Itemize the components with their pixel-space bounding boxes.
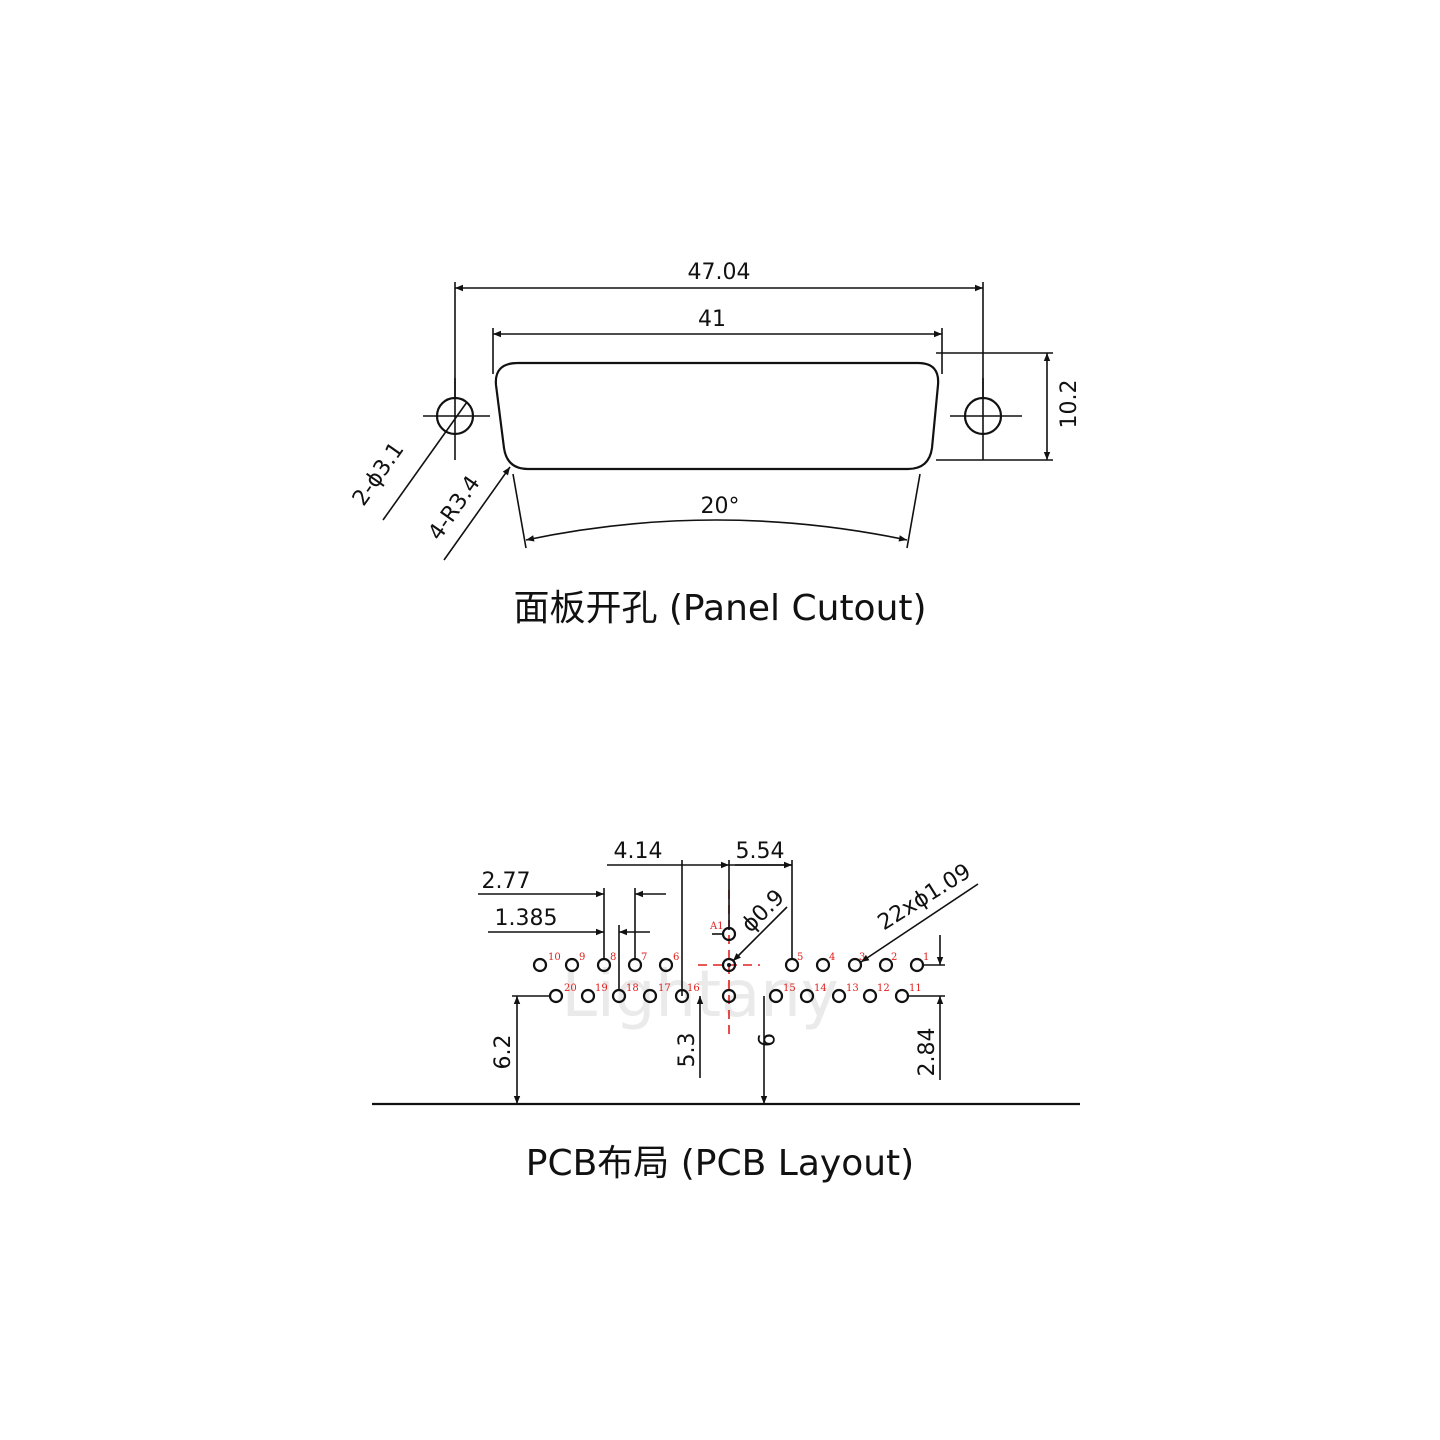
dim-5-54: 5.54: [736, 839, 785, 864]
dim-arc-angle: [525, 519, 908, 542]
dim-6-2: 6.2: [491, 1035, 516, 1070]
dim-4-14: 4.14: [614, 839, 663, 864]
pin-hole: [909, 957, 925, 973]
pin-number-label: 8: [610, 952, 616, 963]
pin-number-label: 14: [814, 983, 827, 994]
pin-hole: [580, 988, 596, 1004]
a1-label: A1: [709, 921, 724, 932]
pin-number-label: 19: [595, 983, 608, 994]
pin-hole: [799, 988, 815, 1004]
pin-a1-bottom: [721, 988, 737, 1004]
dim-overall-width: 47.04: [688, 260, 751, 285]
pin-hole: [862, 988, 878, 1004]
dim-height: 10.2: [1057, 380, 1082, 429]
pin-number-label: 6: [673, 952, 679, 963]
pin-number-label: 5: [797, 952, 803, 963]
pcb-layout-view: Lightany A1 10 9 8 7 6: [372, 839, 1080, 1184]
pin-number-label: 1: [923, 952, 929, 963]
pin-number-label: 15: [783, 983, 796, 994]
pin-hole: [831, 988, 847, 1004]
pin-hole: [768, 988, 784, 1004]
dim-2-77: 2.77: [482, 869, 531, 894]
pin-number-label: 10: [548, 952, 561, 963]
pin-number-label: 9: [579, 952, 585, 963]
pin-number-label: 16: [687, 983, 700, 994]
pin-a1-center: [721, 957, 737, 973]
dim-pin-count-dia: 22xϕ1.09: [874, 859, 976, 936]
pin-number-label: 2: [891, 952, 897, 963]
dim-corner-radius: 4-R3.4: [424, 472, 486, 545]
dim-9: 9: [752, 1033, 777, 1047]
top-row-pins: 10 9 8 7 6 5 4 3 2 1: [532, 952, 929, 973]
pin-number-label: 17: [658, 983, 671, 994]
pin-hole: [847, 957, 863, 973]
pin-number-label: 18: [626, 983, 639, 994]
pin-hole: [532, 957, 548, 973]
pin-number-label: 11: [909, 983, 922, 994]
pin-number-label: 20: [564, 983, 577, 994]
panel-cutout-view: 47.04 41 10.2 2-ϕ3.1 4-R3.4 20° 面板开孔 (Pa…: [348, 260, 1082, 629]
dim-2-84: 2.84: [915, 1028, 940, 1077]
pin-hole: [894, 988, 910, 1004]
pin-hole: [815, 957, 831, 973]
pin-number-label: 12: [877, 983, 890, 994]
dim-mount-holes: 2-ϕ3.1: [348, 438, 409, 511]
panel-caption: 面板开孔 (Panel Cutout): [513, 588, 926, 629]
dim-5-3: 5.3: [675, 1033, 700, 1068]
dim-1-385: 1.385: [495, 906, 558, 931]
pin-hole: [548, 988, 564, 1004]
pcb-caption: PCB布局 (PCB Layout): [526, 1143, 914, 1184]
pin-hole: [658, 957, 674, 973]
dim-cutout-width: 41: [698, 307, 726, 332]
cutout-outline: [494, 361, 940, 471]
dim-angle: 20°: [701, 494, 740, 519]
pin-number-label: 13: [846, 983, 859, 994]
pin-number-label: 4: [829, 952, 835, 963]
pin-hole: [564, 957, 580, 973]
pin-number-label: 7: [641, 952, 647, 963]
pin-hole: [642, 988, 658, 1004]
pin-hole: [878, 957, 894, 973]
